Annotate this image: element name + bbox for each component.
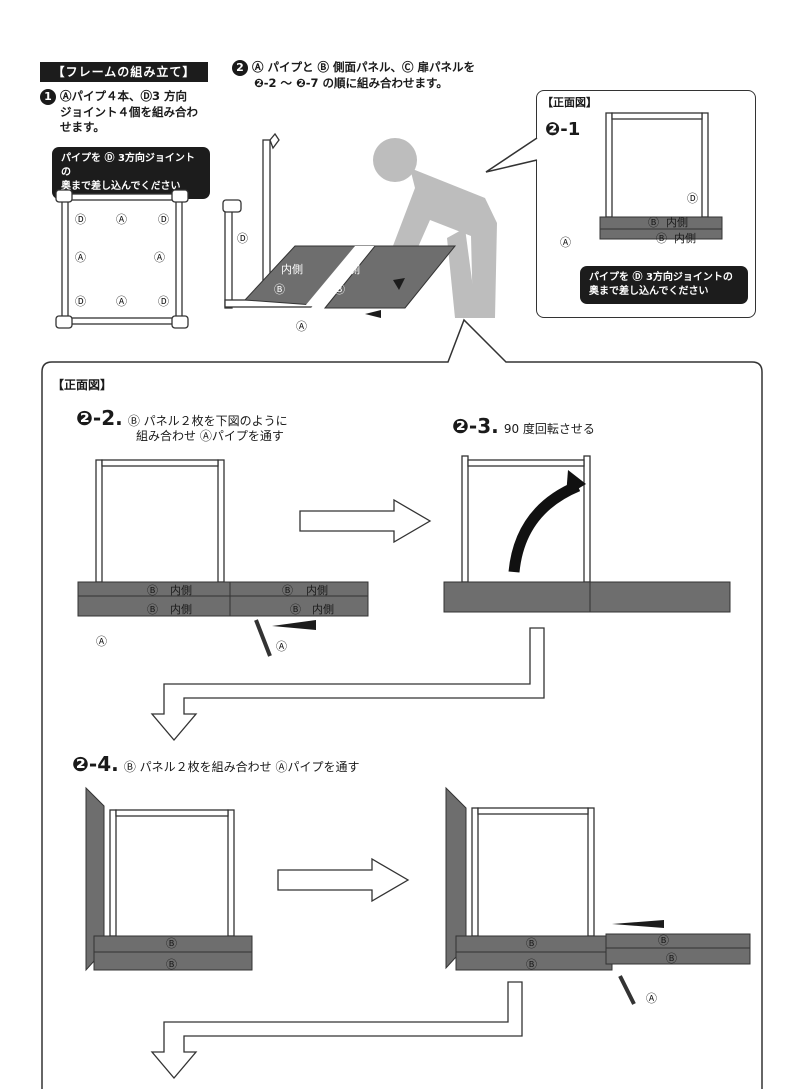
arrow-right-2	[277, 857, 410, 903]
inset-bubble-line1: パイプを Ⓓ 3方向ジョイントの	[589, 272, 733, 283]
step2-label-b2: Ⓑ	[334, 283, 345, 296]
s24a-label-b2: Ⓑ	[166, 958, 177, 971]
step2-2-number: ❷-2.	[76, 406, 123, 430]
arrow-right-1	[299, 498, 432, 544]
step1-bubble-line1: パイプを Ⓓ 3方向ジョイントの	[61, 153, 195, 178]
step1-line1: Ⓐパイプ４本、Ⓓ3 方向	[60, 89, 188, 103]
step1-label-d1: Ⓓ	[75, 213, 86, 226]
step1-bubble: パイプを Ⓓ 3方向ジョイントの 奥まで差し込んでください	[52, 147, 210, 199]
s24b-label-b1: Ⓑ	[526, 937, 537, 950]
step1-label-a3: Ⓐ	[154, 251, 165, 264]
inset-step-label: ❷-1	[545, 119, 581, 140]
step2-2-diagram	[77, 459, 369, 657]
inset-inner-2: 内側	[674, 232, 696, 245]
s22-label-a1: Ⓐ	[96, 635, 107, 648]
step1-label-a1: Ⓐ	[116, 213, 127, 226]
step2-illustration	[222, 132, 497, 318]
inset-label-a: Ⓐ	[560, 236, 571, 249]
step1-text: 1 Ⓐパイプ４本、Ⓓ3 方向 ジョイント４個を組み合わ せます。	[40, 89, 198, 135]
step2-4-diagram-b	[445, 786, 751, 1005]
inset-label-b1: Ⓑ	[648, 216, 659, 229]
step1-bubble-line2: 奥まで差し込んでください	[61, 181, 181, 192]
s22-inner-4: 内側	[312, 603, 334, 616]
s22-label-b3: Ⓑ	[282, 584, 293, 597]
main-front-label: 【正面図】	[52, 378, 113, 392]
step1-frame-diagram	[55, 178, 189, 329]
main-front-view-box	[41, 318, 763, 1089]
step2-4-heading: ❷-4. Ⓑ パネル２枚を組み合わせ Ⓐパイプを通す	[72, 752, 359, 776]
inset-label-d: Ⓓ	[687, 192, 698, 205]
step2-3-diagram	[443, 455, 731, 613]
inset-inner-1: 内側	[666, 216, 688, 229]
step2-label-d: Ⓓ	[237, 232, 248, 245]
s22-inner-2: 内側	[170, 603, 192, 616]
step2-3-heading: ❷-3. 90 度回転させる	[452, 414, 595, 438]
step2-line1: Ⓐ パイプと Ⓑ 側面パネル、Ⓒ 扉パネルを	[252, 60, 476, 74]
inset-pointer	[485, 137, 538, 173]
s24b-label-b4: Ⓑ	[666, 952, 677, 965]
step2-inner-2: 内側	[338, 263, 360, 276]
step2-3-line1: 90 度回転させる	[503, 422, 595, 436]
step1-number: 1	[40, 89, 56, 105]
front-view-inset	[536, 90, 756, 318]
arrow-down-left-2	[150, 981, 523, 1080]
step2-2-line1: Ⓑ パネル２枚を下図のように	[127, 414, 288, 428]
inset-bubble-line2: 奥まで差し込んでください	[589, 286, 709, 297]
step2-4-diagram-a	[85, 786, 253, 972]
step2-3-number: ❷-3.	[452, 414, 499, 438]
step2-line2: ❷-2 〜 ❷-7 の順に組み合わせます。	[254, 76, 448, 90]
s24b-label-a: Ⓐ	[646, 992, 657, 1005]
inset-label-b2: Ⓑ	[656, 232, 667, 245]
step2-2-line2: 組み合わせ Ⓐパイプを通す	[136, 429, 284, 443]
step1-label-d3: Ⓓ	[75, 295, 86, 308]
inset-bubble: パイプを Ⓓ 3方向ジョイントの 奥まで差し込んでください	[580, 266, 748, 304]
step2-inner-1: 内側	[281, 263, 303, 276]
step1-line2: ジョイント４個を組み合わ	[60, 105, 198, 119]
s24b-label-b3: Ⓑ	[658, 934, 669, 947]
step1-label-d4: Ⓓ	[158, 295, 169, 308]
step2-2-heading: ❷-2. Ⓑ パネル２枚を下図のように	[76, 406, 288, 430]
s22-inner-1: 内側	[170, 584, 192, 597]
s22-label-b2: Ⓑ	[147, 603, 158, 616]
s22-label-b1: Ⓑ	[147, 584, 158, 597]
inset-frame-diagram	[599, 112, 723, 240]
step2-label-a: Ⓐ	[296, 320, 307, 333]
step1-line3: せます。	[60, 120, 105, 134]
arrow-down-left-1	[150, 627, 545, 742]
section-title: 【フレームの組み立て】	[40, 62, 208, 82]
step2-label-b1: Ⓑ	[274, 283, 285, 296]
step1-label-a4: Ⓐ	[116, 295, 127, 308]
step2-4-line1: Ⓑ パネル２枚を組み合わせ Ⓐパイプを通す	[123, 760, 360, 774]
step1-label-a2: Ⓐ	[75, 251, 86, 264]
inset-front-label: 【正面図】	[542, 96, 597, 109]
s22-label-a2: Ⓐ	[276, 640, 287, 653]
s22-inner-3: 内側	[306, 584, 328, 597]
step2-number: 2	[232, 60, 248, 76]
s22-label-b4: Ⓑ	[290, 603, 301, 616]
step2-4-number: ❷-4.	[72, 752, 119, 776]
step2-text: 2 Ⓐ パイプと Ⓑ 側面パネル、Ⓒ 扉パネルを ❷-2 〜 ❷-7 の順に組み…	[232, 60, 475, 91]
person-figure	[373, 138, 497, 318]
step1-label-d2: Ⓓ	[158, 213, 169, 226]
s24b-label-b2: Ⓑ	[526, 958, 537, 971]
s24a-label-b1: Ⓑ	[166, 937, 177, 950]
